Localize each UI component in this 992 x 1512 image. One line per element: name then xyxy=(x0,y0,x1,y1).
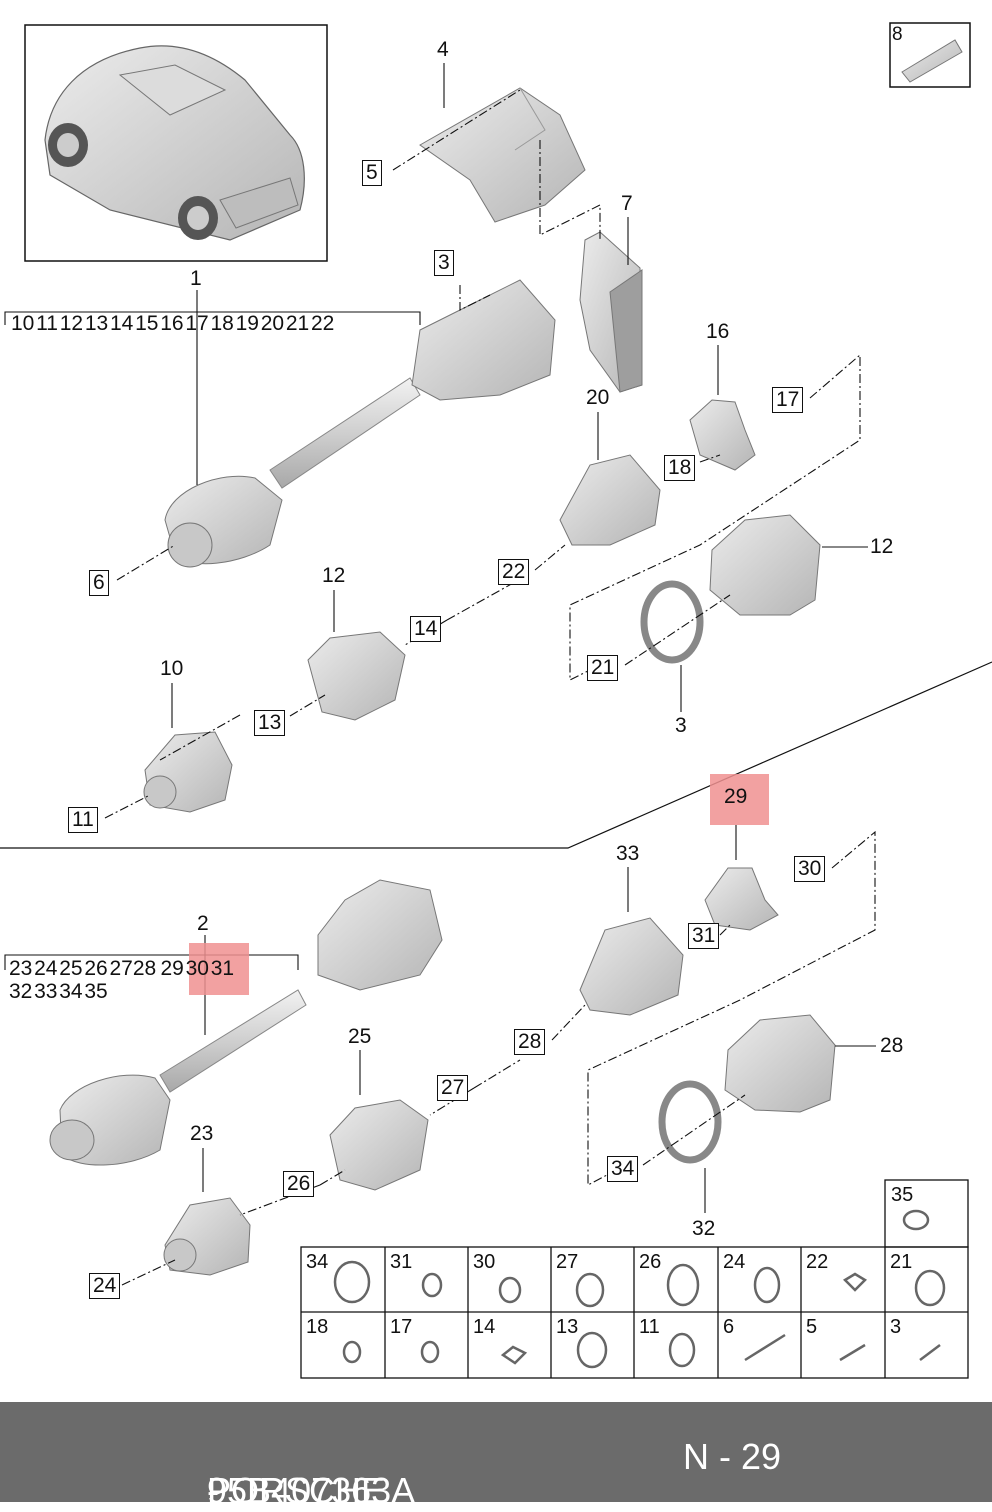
callout-16: 16 xyxy=(706,320,730,343)
table-cell-r1c6: 24 xyxy=(723,1251,746,1273)
boxed-callout-3-top: 3 xyxy=(434,250,454,276)
front-sequence: 10 11 12 13 14 15 16 17 18 19 20 21 22 xyxy=(11,312,335,335)
callout-23: 23 xyxy=(190,1122,214,1145)
boxed-callout-31: 31 xyxy=(688,923,720,949)
callout-10: 10 xyxy=(160,657,184,680)
callout-7: 7 xyxy=(621,192,633,215)
bracket xyxy=(579,231,643,393)
boxed-callout-24: 24 xyxy=(89,1273,121,1299)
table-cell-r1c8: 21 xyxy=(890,1251,913,1273)
table-cell-r2c6: 6 xyxy=(723,1316,735,1338)
table-cell-r2c2: 17 xyxy=(390,1316,413,1338)
callout-32: 32 xyxy=(692,1217,716,1240)
callout-25: 25 xyxy=(348,1025,372,1048)
boxed-callout-18: 18 xyxy=(664,455,696,481)
boxed-callout-27: 27 xyxy=(437,1075,469,1101)
boxed-callout-17: 17 xyxy=(772,387,804,413)
callout-28-right: 28 xyxy=(880,1034,904,1057)
rear-sequence-line2: 32 33 34 35 xyxy=(9,980,108,1003)
rear-sequence-line1: 23 24 25 26 2728 29 30 31 xyxy=(9,957,235,980)
boxed-callout-21: 21 xyxy=(587,655,619,681)
table-cell-r1c2: 31 xyxy=(390,1251,413,1273)
boxed-callout-14: 14 xyxy=(410,616,442,642)
leader-lines xyxy=(104,89,876,1286)
boxed-callout-22: 22 xyxy=(498,559,530,585)
front-joint-parts xyxy=(143,399,821,813)
boxed-callout-13: 13 xyxy=(254,710,286,736)
boxed-callout-34: 34 xyxy=(607,1156,639,1182)
table-cell-r1c5: 26 xyxy=(639,1251,662,1273)
callout-33: 33 xyxy=(616,842,640,865)
callout-12a: 12 xyxy=(870,535,894,558)
callout-3-bottom: 3 xyxy=(675,714,687,737)
table-cell-r1c1: 34 xyxy=(306,1251,329,1273)
exploded-parts-diagram xyxy=(0,22,992,1379)
callout-2: 2 xyxy=(197,912,209,935)
highlight-sequence-29 xyxy=(189,943,249,995)
table-corner-35: 35 xyxy=(891,1184,914,1206)
boxed-callout-28: 28 xyxy=(514,1029,546,1055)
highlight-callout-29 xyxy=(710,774,769,825)
callout-1: 1 xyxy=(190,267,202,290)
table-cell-r1c4: 27 xyxy=(556,1251,579,1273)
boxed-callout-6: 6 xyxy=(89,570,109,596)
callout-12b: 12 xyxy=(322,564,346,587)
parts-table xyxy=(300,1179,969,1379)
callout-20: 20 xyxy=(586,386,610,409)
table-cell-r1c7: 22 xyxy=(806,1251,829,1273)
rear-joint-parts xyxy=(163,867,836,1276)
table-part-icons xyxy=(333,1209,946,1369)
boxed-callout-5: 5 xyxy=(362,160,382,186)
grease-tube-box xyxy=(889,22,971,88)
table-cell-r2c5: 11 xyxy=(639,1316,660,1338)
table-cell-r2c8: 3 xyxy=(890,1316,902,1338)
vehicle-thumbnail xyxy=(24,24,328,262)
table-cell-r2c4: 13 xyxy=(556,1316,579,1338)
table-cell-r2c7: 5 xyxy=(806,1316,818,1338)
footer-position: N - 29 xyxy=(683,1436,782,1477)
rear-drive-shaft xyxy=(49,879,443,1166)
table-cell-r2c3: 14 xyxy=(473,1316,496,1338)
table-cell-r2c1: 18 xyxy=(306,1316,329,1338)
callout-4: 4 xyxy=(437,38,449,61)
boxed-callout-26: 26 xyxy=(283,1171,315,1197)
callout-29: 29 xyxy=(724,785,748,808)
table-cell-r1c3: 30 xyxy=(473,1251,496,1273)
boxed-callout-11: 11 xyxy=(68,807,98,833)
boxed-callout-30: 30 xyxy=(794,856,826,882)
section-divider xyxy=(0,661,992,849)
heat-shield xyxy=(419,87,586,223)
front-drive-shaft xyxy=(164,279,556,568)
callout-8: 8 xyxy=(892,24,903,45)
footer-title-bar: PORSCHE - 95B407363A N - 29 xyxy=(0,1402,992,1511)
